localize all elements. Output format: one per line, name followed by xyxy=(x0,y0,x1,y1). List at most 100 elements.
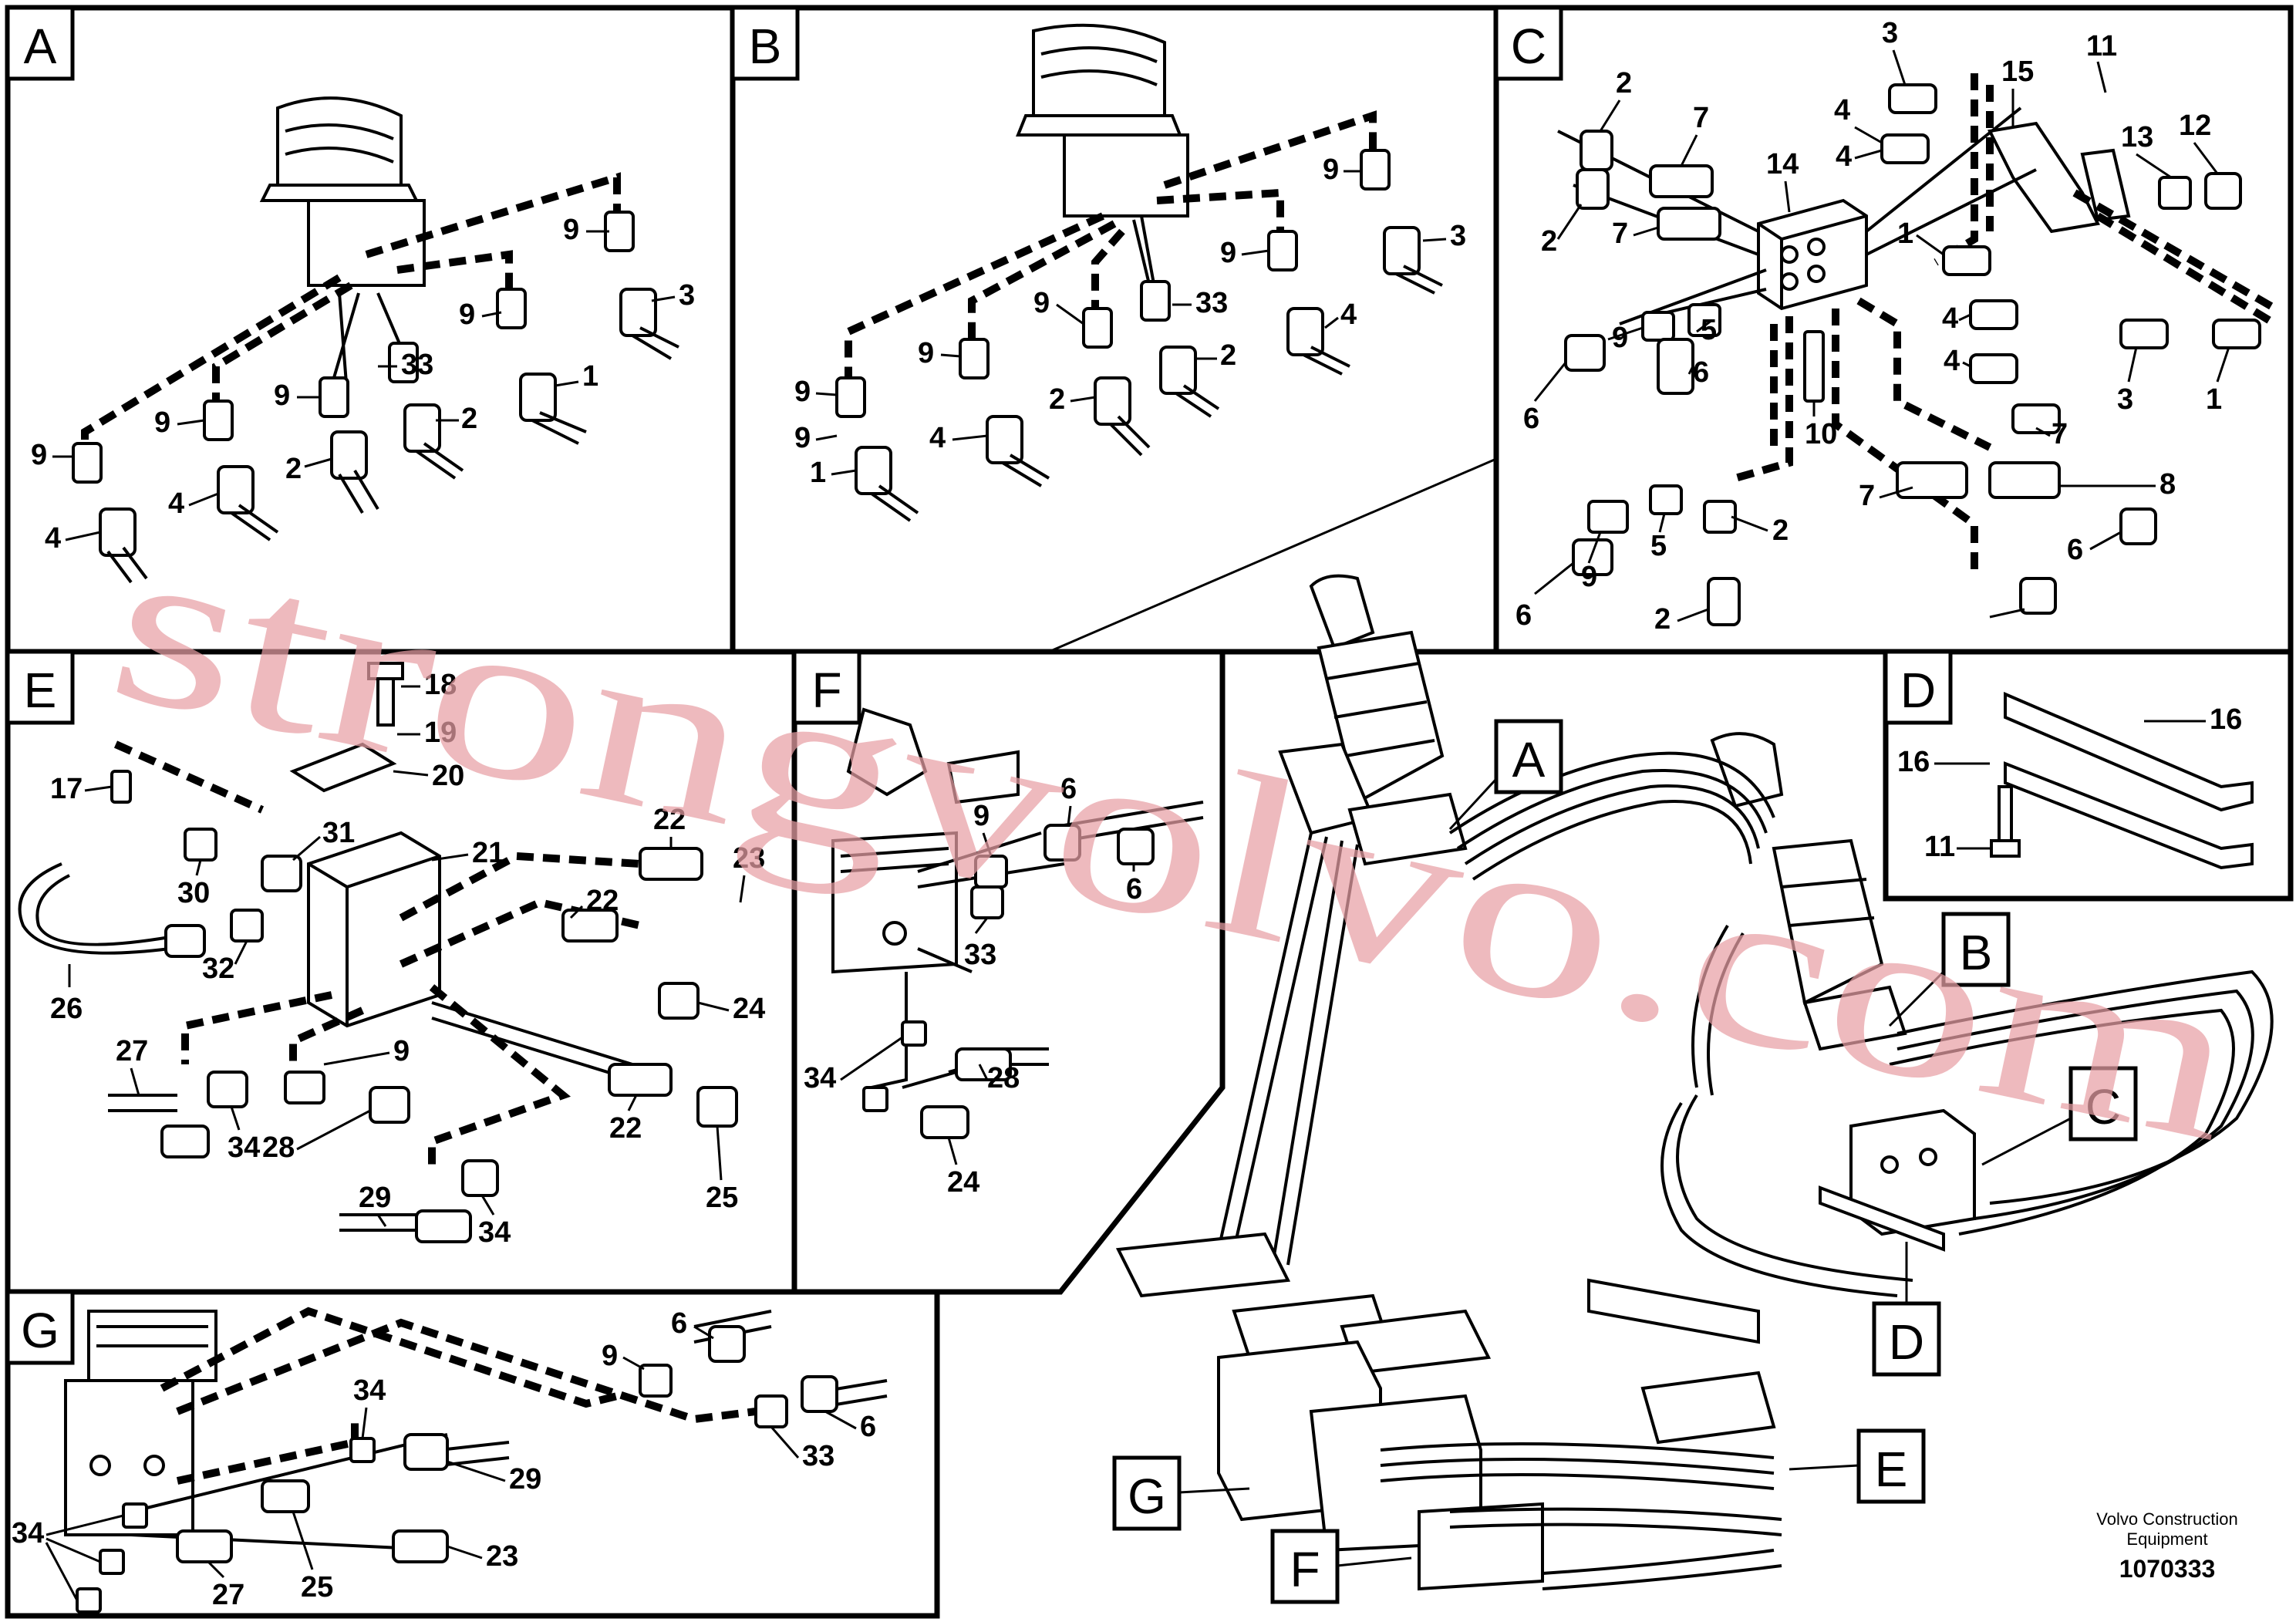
fittings-b xyxy=(835,149,1443,522)
svg-text:14: 14 xyxy=(1766,148,1799,180)
svg-text:34: 34 xyxy=(478,1216,511,1249)
svg-text:2: 2 xyxy=(1654,603,1671,636)
svg-text:22: 22 xyxy=(653,804,686,836)
svg-text:6: 6 xyxy=(2067,534,2083,566)
panel-c: C xyxy=(1493,5,2294,655)
svg-text:9: 9 xyxy=(1323,153,1339,186)
panel-a: A xyxy=(5,5,736,655)
fittings-f xyxy=(862,824,1155,1139)
svg-text:1: 1 xyxy=(582,360,598,393)
pilot-hoses-b xyxy=(845,110,1377,378)
svg-text:17: 17 xyxy=(50,773,83,805)
svg-text:6: 6 xyxy=(1060,773,1077,805)
fittings-a xyxy=(72,211,679,584)
svg-text:2: 2 xyxy=(1772,514,1789,547)
credit-line-2: Equipment xyxy=(2126,1529,2207,1549)
svg-text:3: 3 xyxy=(2117,383,2133,416)
callouts-d: 16 16 11 xyxy=(1897,703,2242,863)
svg-text:28: 28 xyxy=(262,1131,295,1164)
drawing-number: 1070333 xyxy=(2119,1555,2216,1583)
svg-text:4: 4 xyxy=(1834,94,1850,126)
panel-g-letter: G xyxy=(21,1303,59,1358)
svg-text:28: 28 xyxy=(987,1062,1020,1094)
svg-text:6: 6 xyxy=(671,1307,687,1340)
svg-text:6: 6 xyxy=(1523,403,1539,435)
svg-text:6: 6 xyxy=(860,1411,876,1443)
svg-text:29: 29 xyxy=(509,1463,541,1496)
svg-text:32: 32 xyxy=(202,953,234,985)
joystick-valve-b xyxy=(1016,23,1189,218)
svg-text:11: 11 xyxy=(1924,831,1955,863)
svg-text:30: 30 xyxy=(177,877,210,909)
svg-text:6: 6 xyxy=(1515,599,1532,632)
credit-line-1: Volvo Construction xyxy=(2096,1509,2237,1529)
overview-callout-a: A xyxy=(1512,732,1546,787)
manifold-e xyxy=(289,662,441,1028)
svg-text:20: 20 xyxy=(432,760,464,792)
overview-callout-c: C xyxy=(2085,1079,2121,1135)
svg-text:4: 4 xyxy=(168,487,184,520)
svg-text:15: 15 xyxy=(2001,56,2034,88)
svg-text:2: 2 xyxy=(285,453,302,485)
svg-text:2: 2 xyxy=(1541,225,1557,258)
svg-text:9: 9 xyxy=(602,1340,618,1372)
svg-text:7: 7 xyxy=(1612,218,1628,250)
panel-c-letter: C xyxy=(1511,19,1546,74)
svg-text:7: 7 xyxy=(2052,418,2068,450)
svg-text:3: 3 xyxy=(1450,220,1466,252)
pedal-valve-g xyxy=(64,1310,217,1536)
overview-callout-d: D xyxy=(1889,1314,1924,1370)
svg-text:22: 22 xyxy=(586,885,619,917)
svg-text:9: 9 xyxy=(31,439,47,471)
svg-text:9: 9 xyxy=(918,337,934,369)
callouts-f: 6 9 6 33 34 28 24 xyxy=(804,773,1142,1199)
svg-text:4: 4 xyxy=(929,422,946,454)
overview-joystick-right xyxy=(1710,732,1907,1051)
svg-text:10: 10 xyxy=(1805,418,1837,450)
joystick-valve-a xyxy=(259,96,426,287)
svg-text:9: 9 xyxy=(1220,237,1236,269)
callouts-e: 18 19 17 20 31 21 22 23 30 22 32 26 24 xyxy=(50,669,765,1249)
svg-text:12: 12 xyxy=(2179,110,2211,142)
svg-text:23: 23 xyxy=(733,842,765,875)
svg-text:4: 4 xyxy=(1944,345,1960,377)
svg-text:4: 4 xyxy=(1942,302,1958,335)
svg-text:24: 24 xyxy=(733,993,765,1025)
svg-text:2: 2 xyxy=(1220,339,1236,372)
svg-text:33: 33 xyxy=(401,349,433,381)
svg-text:22: 22 xyxy=(609,1112,642,1145)
panel-a-letter: A xyxy=(24,19,57,74)
svg-text:26: 26 xyxy=(50,993,83,1025)
svg-text:9: 9 xyxy=(1612,322,1628,354)
svg-text:9: 9 xyxy=(794,376,811,408)
svg-text:9: 9 xyxy=(393,1035,410,1067)
callouts-c: 2 7 3 15 11 4 2 7 14 4 13 12 1 xyxy=(1515,17,2230,636)
svg-text:6: 6 xyxy=(1126,873,1142,905)
overview-callout-boxes: A B C D E F G xyxy=(1112,719,2138,1604)
svg-text:13: 13 xyxy=(2121,121,2153,153)
svg-text:1: 1 xyxy=(1897,218,1913,250)
svg-text:1: 1 xyxy=(810,457,826,489)
svg-text:9: 9 xyxy=(563,214,579,246)
svg-text:3: 3 xyxy=(679,279,695,312)
panel-d: D 16 16 11 xyxy=(1883,649,2294,902)
panel-f: F 6 9 6 xyxy=(791,649,1226,1295)
svg-text:1: 1 xyxy=(2206,383,2222,416)
panel-f-letter: F xyxy=(811,663,841,718)
overview-manifold-c xyxy=(1819,1108,1976,1252)
manifold-block-c xyxy=(1757,198,1868,311)
svg-text:34: 34 xyxy=(228,1131,260,1164)
svg-text:3: 3 xyxy=(1882,17,1898,49)
fittings-g xyxy=(76,1325,838,1614)
overview-lower-hoses xyxy=(1380,1442,1782,1590)
svg-text:24: 24 xyxy=(947,1166,979,1199)
svg-text:9: 9 xyxy=(1033,287,1050,319)
svg-text:33: 33 xyxy=(964,939,996,971)
overview-joystick-left xyxy=(1278,574,1468,866)
svg-text:25: 25 xyxy=(706,1182,738,1214)
overview-assembly: A B C D E F G xyxy=(1048,457,2274,1604)
svg-text:31: 31 xyxy=(322,817,355,849)
svg-text:16: 16 xyxy=(2210,703,2242,736)
svg-text:9: 9 xyxy=(794,422,811,454)
